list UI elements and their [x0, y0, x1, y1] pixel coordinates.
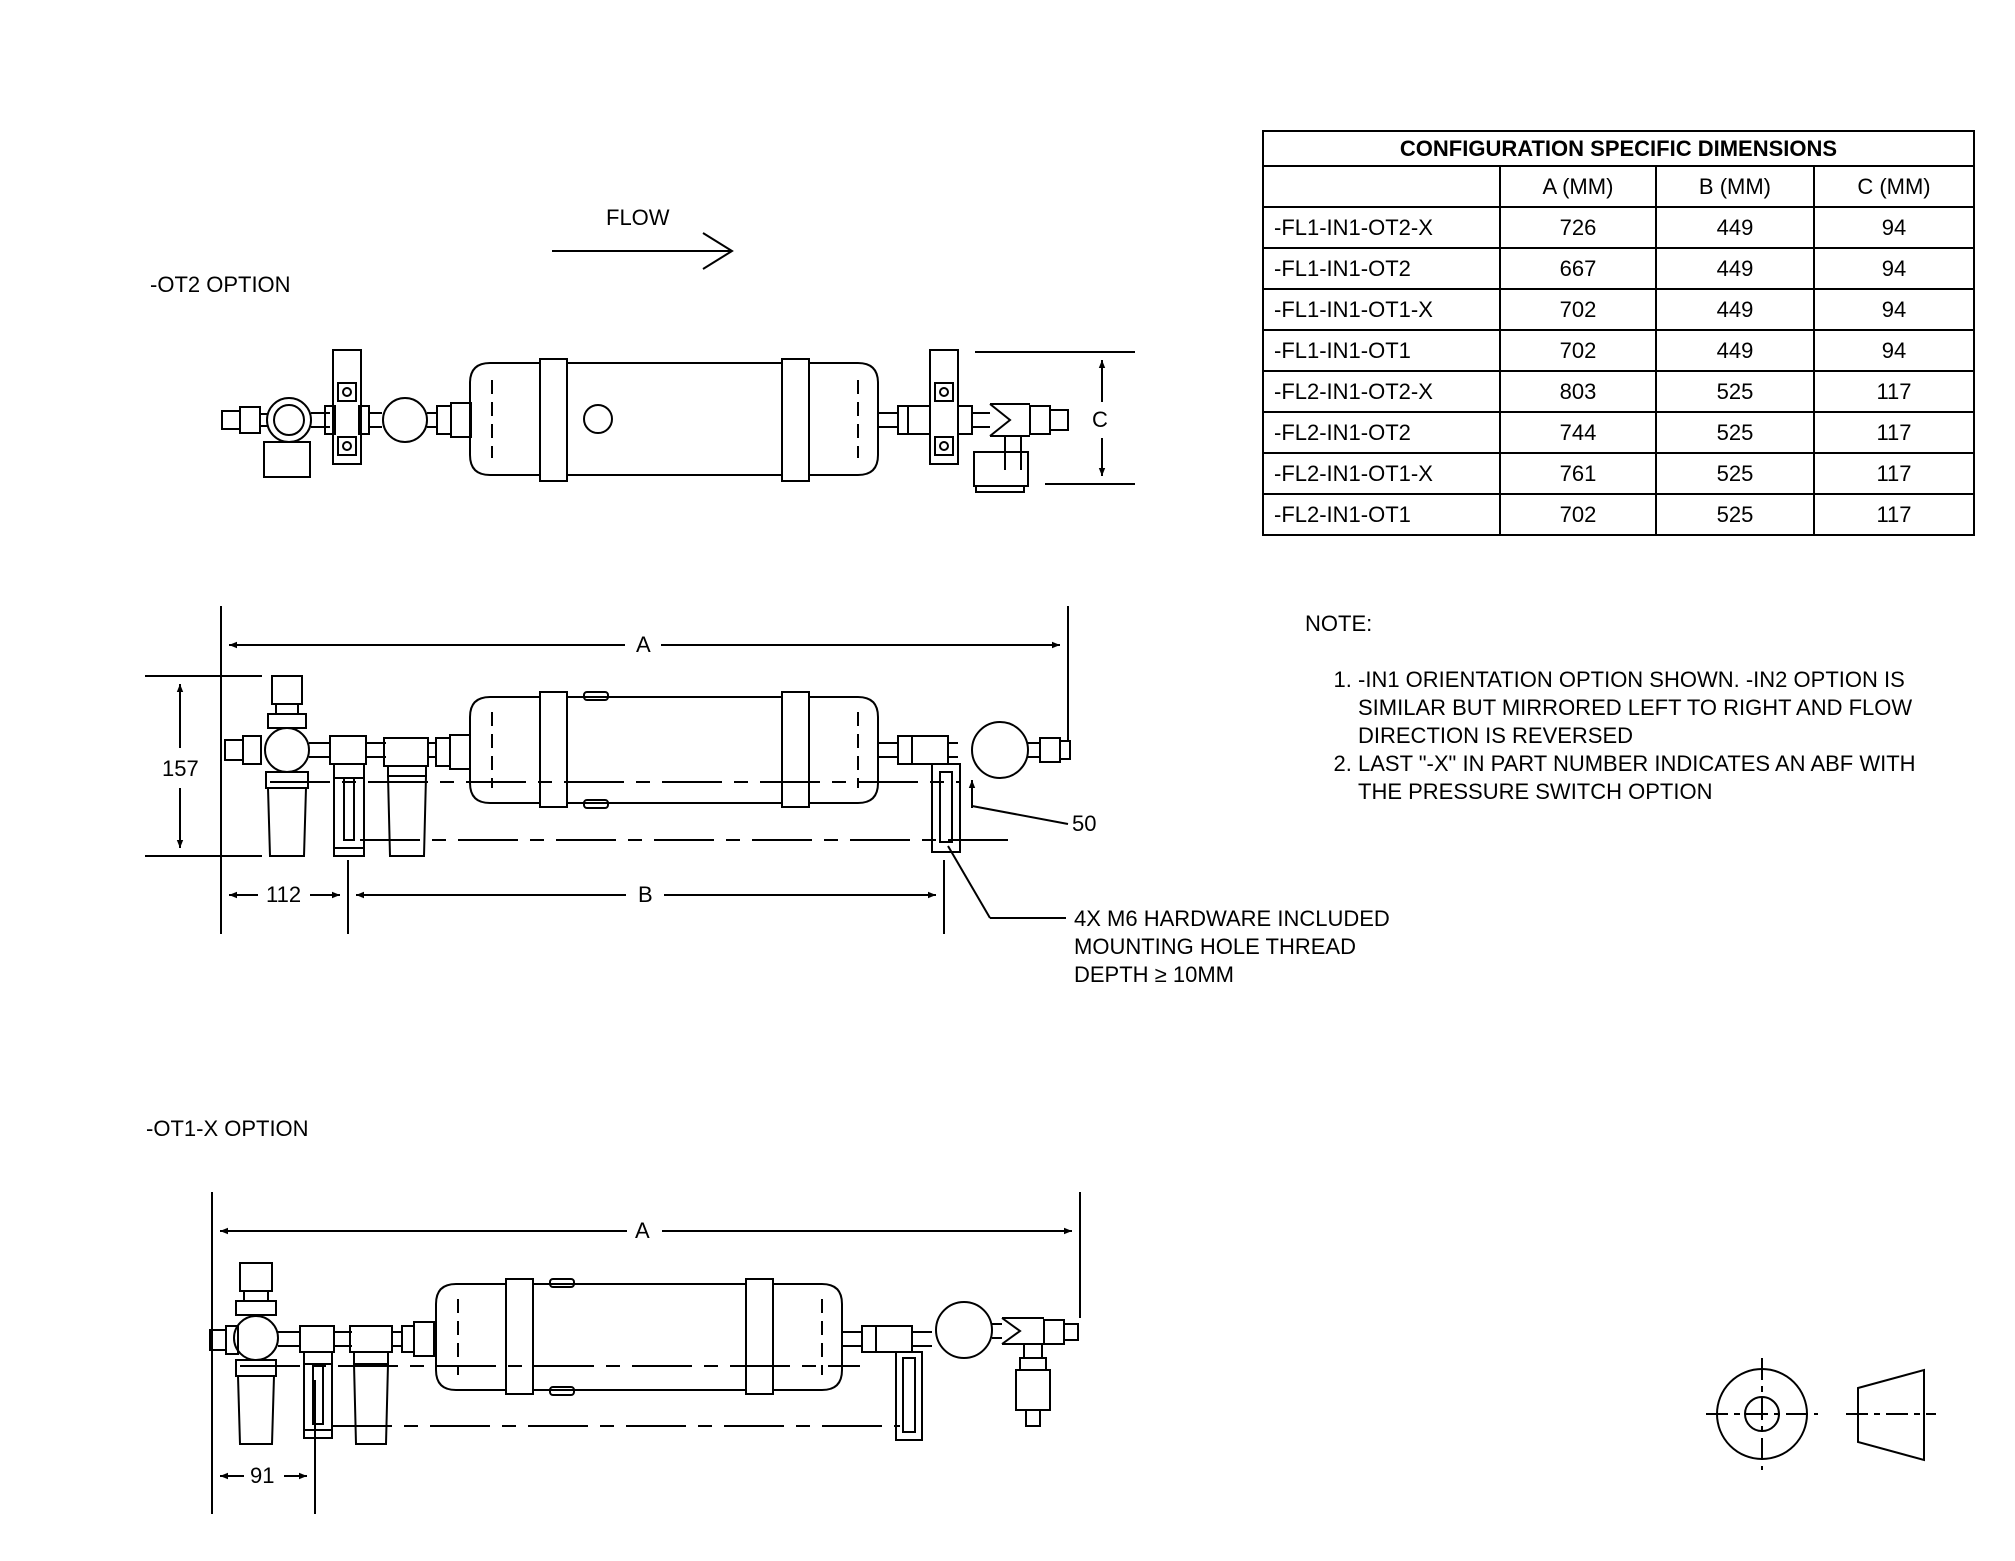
table-header-b: B (MM)	[1654, 165, 1815, 208]
table-cell-c: 117	[1812, 452, 1976, 495]
table-row: -FL1-IN1-OT2 667 449 94	[1262, 247, 1976, 290]
table-cell-b: 525	[1654, 493, 1815, 536]
ot1x-option-label: -OT1-X OPTION	[146, 1116, 309, 1141]
table-cell-a: 702	[1499, 493, 1657, 536]
flow-arrow-icon	[552, 232, 734, 270]
dim-c-label: C	[1092, 407, 1108, 432]
dim-91-label: 91	[250, 1463, 274, 1488]
table-cell-config: -FL1-IN1-OT2	[1262, 247, 1501, 290]
notes-list: -IN1 ORIENTATION OPTION SHOWN. -IN2 OPTI…	[1305, 666, 1965, 806]
table-cell-a: 761	[1499, 452, 1657, 495]
table-cell-b: 525	[1654, 452, 1815, 495]
table-cell-config: -FL2-IN1-OT1-X	[1262, 452, 1501, 495]
configuration-dimensions-table: CONFIGURATION SPECIFIC DIMENSIONS A (MM)…	[1262, 130, 1976, 536]
table-cell-config: -FL1-IN1-OT2-X	[1262, 206, 1501, 249]
notes-block: NOTE: -IN1 ORIENTATION OPTION SHOWN. -IN…	[1305, 610, 1965, 806]
table-cell-a: 726	[1499, 206, 1657, 249]
dim-50-label: 50	[1072, 811, 1096, 836]
table-cell-c: 117	[1812, 370, 1976, 413]
table-cell-b: 525	[1654, 370, 1815, 413]
dim-b-label: B	[638, 882, 653, 907]
table-title: CONFIGURATION SPECIFIC DIMENSIONS	[1262, 130, 1975, 167]
table-cell-b: 449	[1654, 329, 1815, 372]
table-cell-b: 449	[1654, 247, 1815, 290]
table-cell-c: 94	[1812, 206, 1976, 249]
table-row: -FL2-IN1-OT1-X 761 525 117	[1262, 452, 1976, 495]
table-cell-a: 702	[1499, 329, 1657, 372]
dim-a-label: A	[636, 632, 651, 657]
hardware-callout-line1: 4X M6 HARDWARE INCLUDED	[1074, 906, 1390, 931]
ot2-top-view	[221, 349, 1135, 493]
ot1x-front-view	[209, 1192, 1081, 1514]
table-row: -FL1-IN1-OT1 702 449 94	[1262, 329, 1976, 372]
table-cell-a: 667	[1499, 247, 1657, 290]
table-cell-c: 117	[1812, 493, 1976, 536]
table-cell-config: -FL2-IN1-OT1	[1262, 493, 1501, 536]
table-header-a: A (MM)	[1499, 165, 1657, 208]
table-cell-c: 94	[1812, 329, 1976, 372]
table-row: -FL2-IN1-OT2 744 525 117	[1262, 411, 1976, 454]
table-row: -FL1-IN1-OT2-X 726 449 94	[1262, 206, 1976, 249]
notes-heading: NOTE:	[1305, 611, 1373, 636]
front-view	[145, 606, 1071, 934]
table-cell-config: -FL1-IN1-OT1-X	[1262, 288, 1501, 331]
table-cell-a: 803	[1499, 370, 1657, 413]
note-item: -IN1 ORIENTATION OPTION SHOWN. -IN2 OPTI…	[1358, 666, 1965, 750]
note-item: LAST "-X" IN PART NUMBER INDICATES AN AB…	[1358, 750, 1965, 806]
third-angle-projection-icon	[1706, 1358, 1936, 1470]
table-cell-a: 744	[1499, 411, 1657, 454]
table-cell-c: 94	[1812, 288, 1976, 331]
table-cell-b: 449	[1654, 288, 1815, 331]
table-row: -FL1-IN1-OT1-X 702 449 94	[1262, 288, 1976, 331]
table-cell-config: -FL2-IN1-OT2	[1262, 411, 1501, 454]
dim-a-label-ot1x: A	[635, 1218, 650, 1243]
table-cell-b: 525	[1654, 411, 1815, 454]
hardware-callout-line2: MOUNTING HOLE THREAD	[1074, 934, 1356, 959]
dim-112-label: 112	[266, 882, 301, 907]
table-cell-config: -FL2-IN1-OT2-X	[1262, 370, 1501, 413]
table-row: -FL2-IN1-OT2-X 803 525 117	[1262, 370, 1976, 413]
table-cell-a: 702	[1499, 288, 1657, 331]
table-row: -FL2-IN1-OT1 702 525 117	[1262, 493, 1976, 536]
table-header-config	[1262, 165, 1501, 208]
table-cell-c: 117	[1812, 411, 1976, 454]
table-cell-c: 94	[1812, 247, 1976, 290]
dim-157-label: 157	[162, 756, 199, 781]
hardware-callout-line3: DEPTH ≥ 10MM	[1074, 962, 1234, 987]
table-cell-b: 449	[1654, 206, 1815, 249]
flow-label: FLOW	[606, 205, 670, 230]
ot2-option-label: -OT2 OPTION	[150, 272, 291, 297]
table-cell-config: -FL1-IN1-OT1	[1262, 329, 1501, 372]
table-header-c: C (MM)	[1812, 165, 1976, 208]
